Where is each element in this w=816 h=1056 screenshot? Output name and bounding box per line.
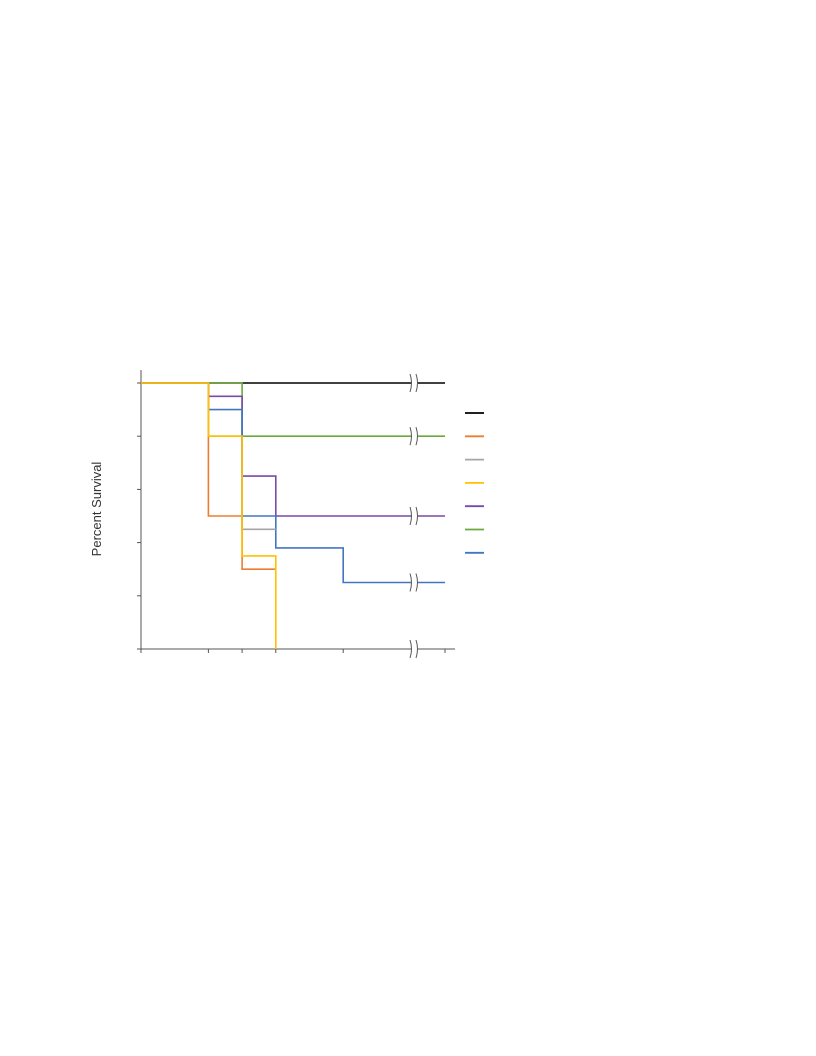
axis-break-mark-1 — [409, 373, 418, 393]
axis-break-marks — [409, 373, 418, 659]
y-axis-label: Percent Survival — [89, 462, 104, 557]
axis-break-gap-2 — [411, 427, 417, 446]
axis-break-gap-3 — [411, 507, 417, 525]
series-line-4 — [141, 382, 445, 584]
axis-break-gap-4 — [411, 573, 417, 592]
chart-axes — [137, 370, 455, 653]
series-line-3 — [141, 382, 445, 517]
axis-break-mark-2 — [409, 427, 418, 446]
axis-break-gap-1 — [411, 374, 417, 392]
series-line-2 — [141, 382, 445, 437]
chart-legend — [465, 412, 484, 554]
series-line-7 — [141, 382, 277, 649]
axis-break-gap-5 — [411, 640, 417, 658]
axis-break-mark-5 — [409, 639, 418, 659]
axis-break-mark-4 — [409, 573, 418, 592]
chart-series-layer — [141, 382, 445, 649]
axis-break-mark-3 — [409, 506, 418, 526]
